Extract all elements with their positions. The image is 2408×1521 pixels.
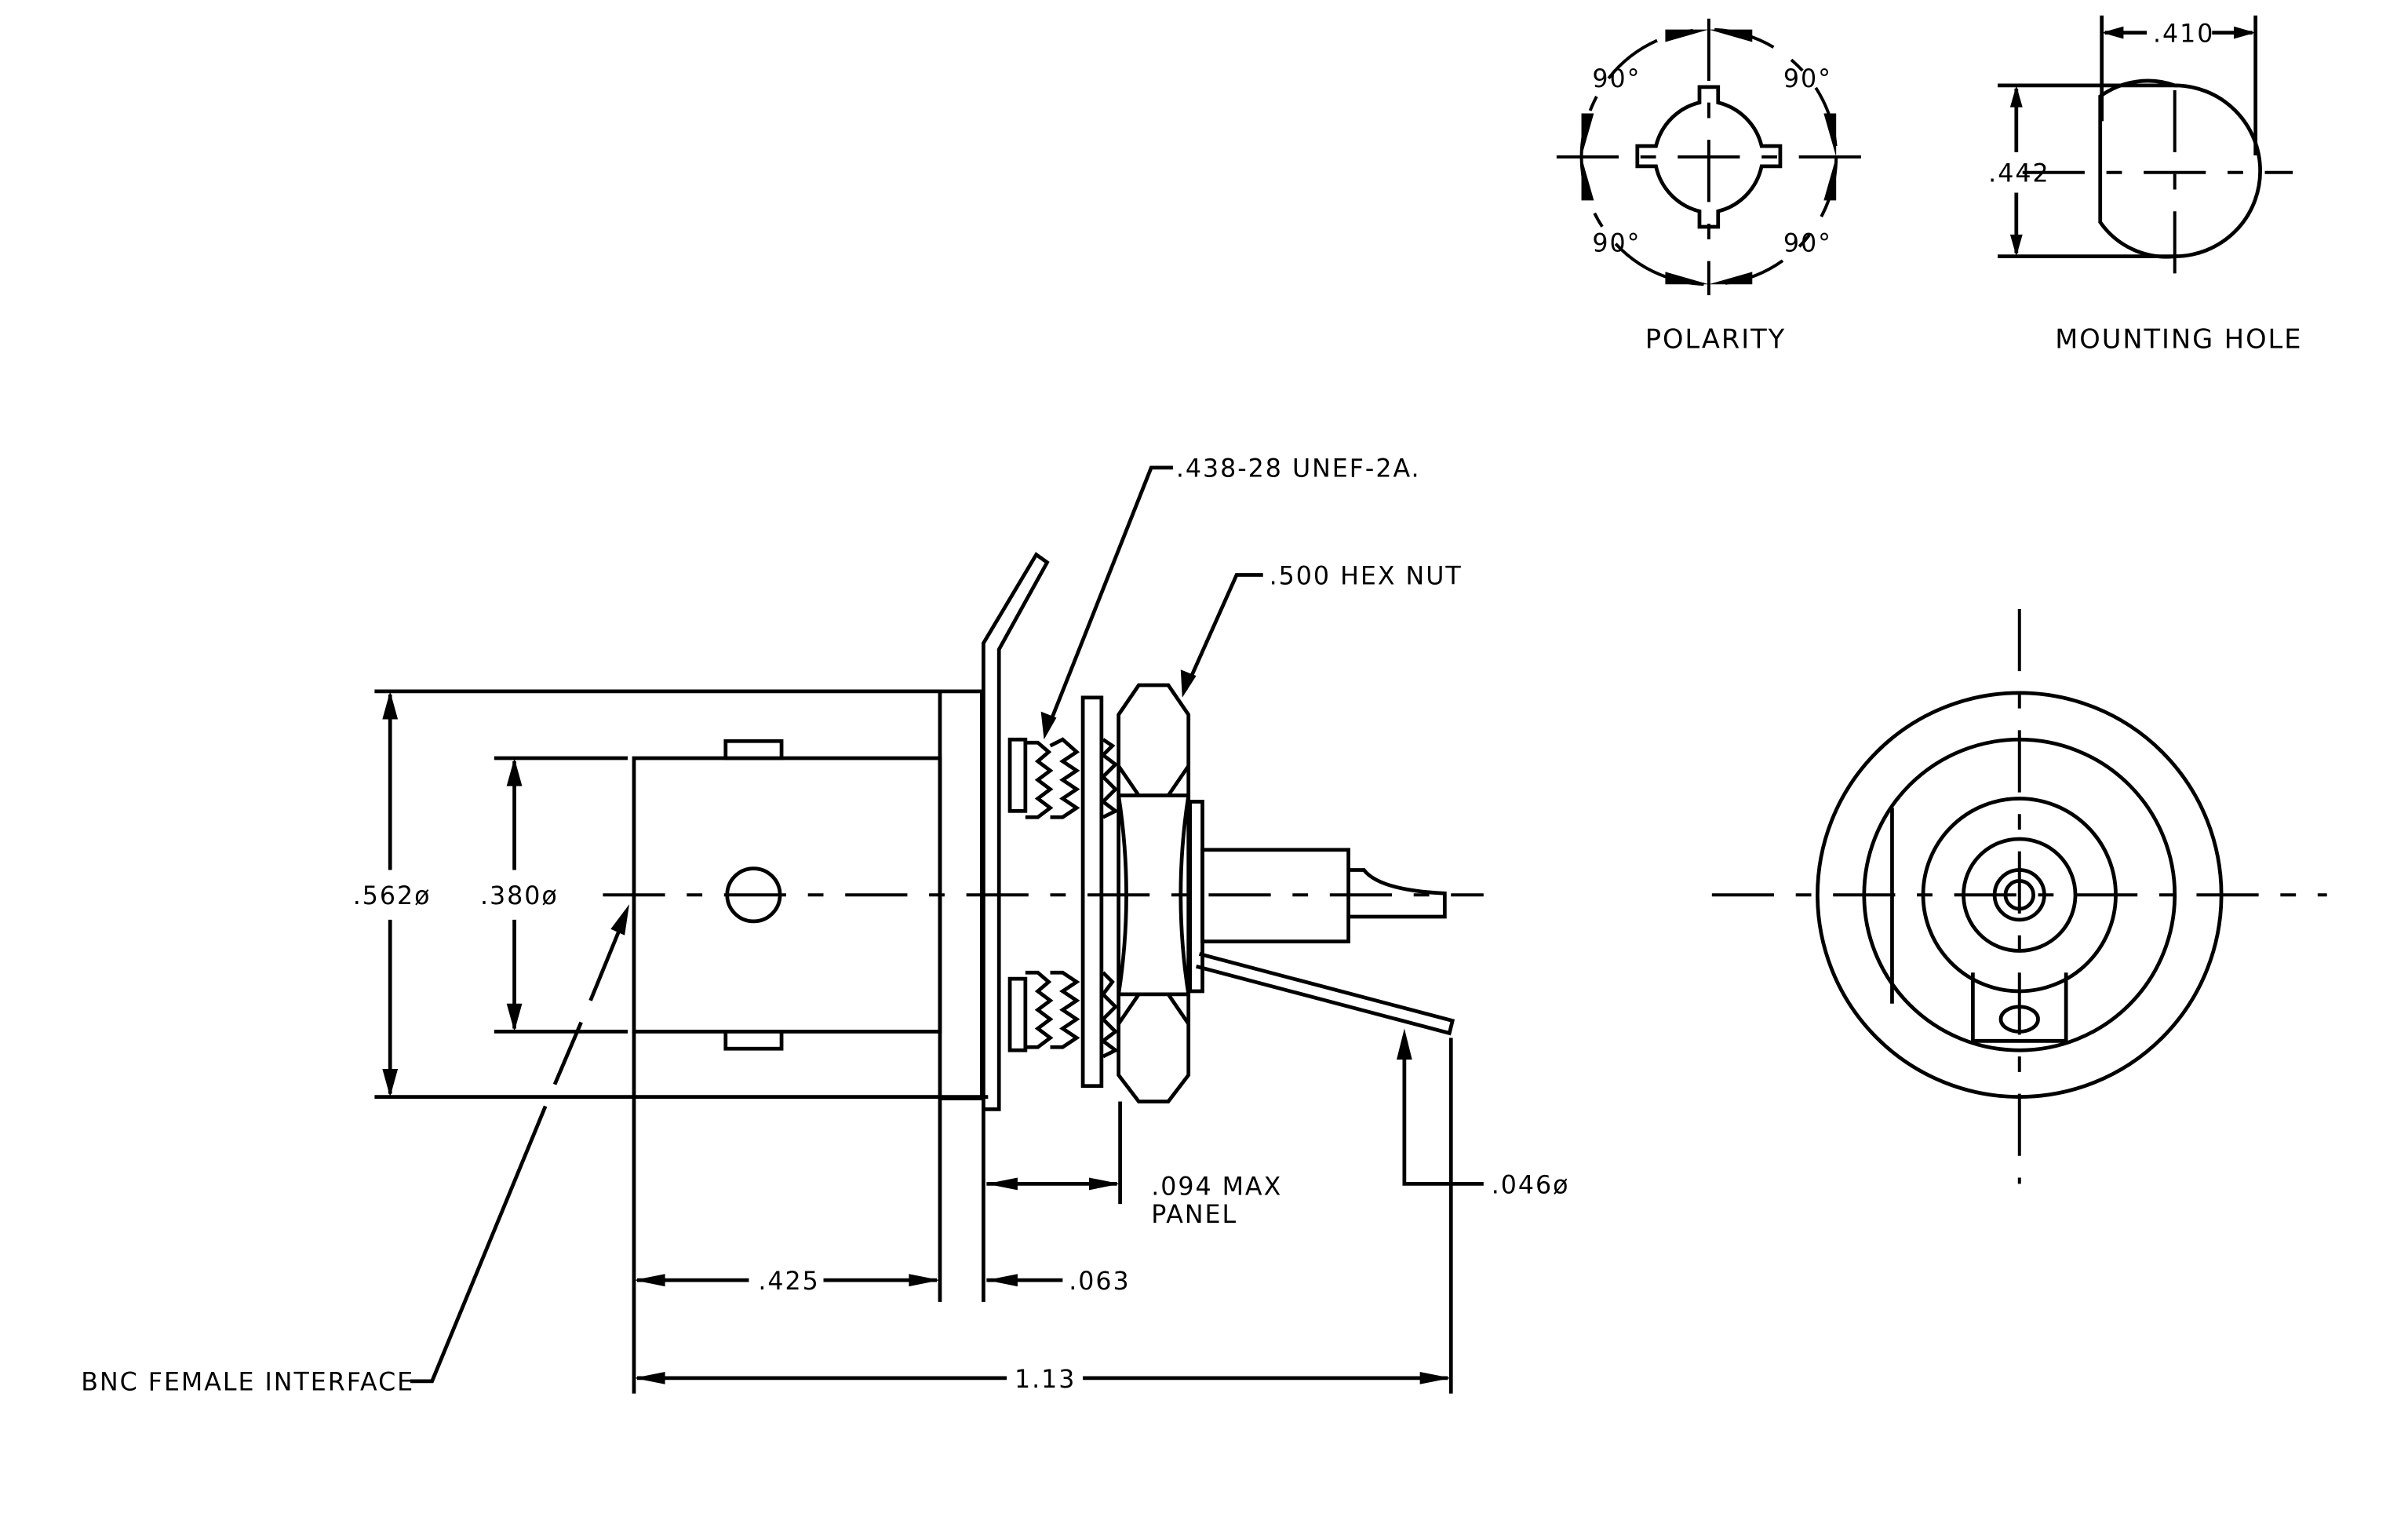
- bayonet-pin: [725, 866, 782, 924]
- hole-height-label: .442: [1988, 160, 2049, 188]
- inner-diameter-label: .380ø: [480, 882, 559, 910]
- solder-lug-front: [1971, 972, 2068, 1043]
- bnc-interface-label: BNC FEMALE INTERFACE: [81, 1369, 414, 1397]
- solder-lug-hole: [1998, 1005, 2040, 1034]
- connector-side-view: [603, 552, 1484, 1111]
- hole-width-label: .410: [2153, 20, 2214, 48]
- outer-diameter-label: .562ø: [353, 882, 432, 910]
- bayonet-stud-bottom: [723, 1030, 784, 1051]
- center-contact: [1348, 868, 1447, 919]
- mounting-hole-view: .410 .442 MOUNTING HOLE: [1988, 15, 2302, 354]
- bayonet-circle: [1862, 737, 2177, 1052]
- outer-flange-circle: [1816, 691, 2224, 1099]
- body-length-label: .425: [758, 1268, 819, 1296]
- polarity-title: POLARITY: [1645, 323, 1787, 354]
- solder-lug: [982, 552, 1050, 1111]
- mounting-hole-title: MOUNTING HOLE: [2055, 323, 2302, 354]
- panel: [1080, 695, 1104, 1089]
- pin-diameter-label: .046ø: [1492, 1171, 1570, 1199]
- contact-outer-circle: [1992, 868, 2046, 922]
- panel-max-label: .094 MAX: [1151, 1173, 1282, 1201]
- side-view-dimensions: .562ø .380ø .425 .063 .094 MAX PANEL: [81, 455, 1570, 1397]
- panel-label: PANEL: [1151, 1201, 1237, 1229]
- angle-label-top-right: 90°: [1783, 65, 1832, 93]
- total-length-label: 1.13: [1015, 1366, 1076, 1394]
- rear-washer: [1188, 800, 1204, 994]
- bayonet-stud-top: [723, 739, 784, 760]
- interface-circle: [1921, 797, 2118, 994]
- angle-label-bottom-left: 90°: [1592, 230, 1641, 258]
- polarity-view: 90° 90° 90° 90° POLARITY: [1556, 18, 1861, 354]
- rear-insulator: [1200, 848, 1350, 943]
- connector-front-view: [1711, 608, 2327, 1184]
- angle-label-top-left: 90°: [1592, 65, 1641, 93]
- ground-lead: [1195, 952, 1455, 1036]
- flange-length-label: .063: [1069, 1268, 1130, 1296]
- insulator-circle: [1962, 837, 2078, 953]
- polarity-key-outline: [1635, 85, 1783, 229]
- mounting-hole-outline: [2098, 78, 2262, 259]
- hex-nut-label: .500 HEX NUT: [1270, 562, 1463, 590]
- thread-section: [1007, 737, 1080, 1052]
- angle-label-bottom-right: 90°: [1783, 230, 1832, 258]
- thread-spec-label: .438-28 UNEF-2A.: [1176, 455, 1421, 483]
- contact-inner-circle: [2003, 879, 2035, 911]
